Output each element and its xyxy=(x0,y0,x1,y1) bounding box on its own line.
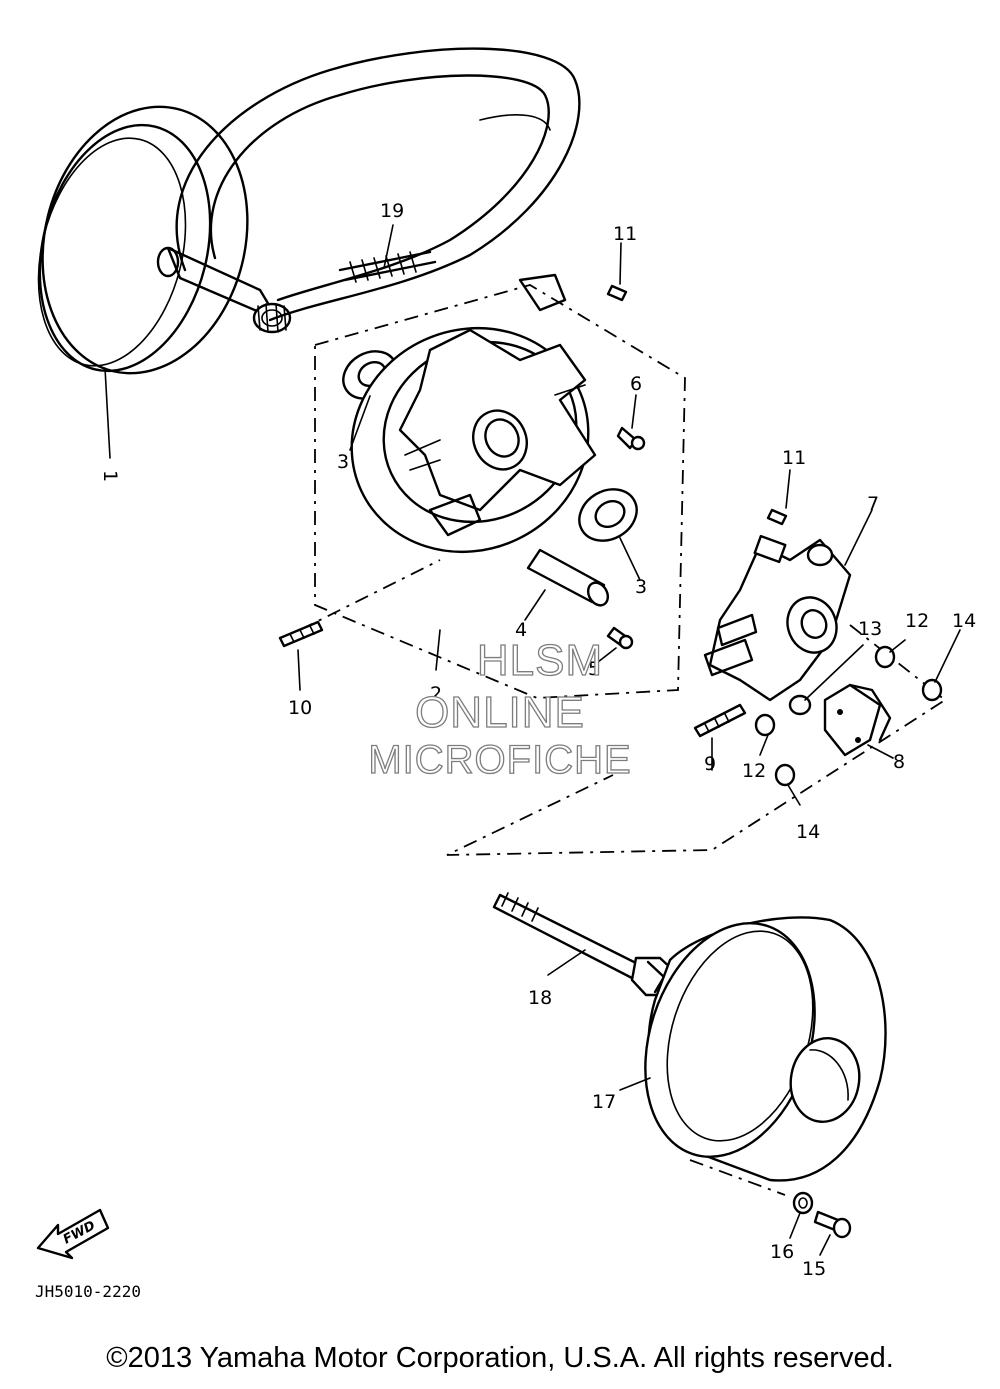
part-14-washer-lower xyxy=(774,763,796,787)
part-7-cam xyxy=(703,534,852,702)
assembly-boundary-7 xyxy=(446,624,947,856)
callout-4: 4 xyxy=(515,619,527,641)
fwd-arrow-icon: FWD xyxy=(36,1208,110,1260)
callout-5: 5 xyxy=(588,658,600,680)
part-9-pin xyxy=(693,703,747,738)
callout-2: 2 xyxy=(430,683,442,705)
callout-12-lower: 12 xyxy=(742,760,766,782)
part-11-set-screw-upper xyxy=(606,284,628,302)
part-6-screw xyxy=(616,426,646,451)
part-17-cover xyxy=(644,916,887,1182)
part-12-washer-lower xyxy=(754,713,776,737)
part-3-oil-seal-lower xyxy=(578,488,638,542)
callout-6: 6 xyxy=(630,373,642,395)
parts-exploded-diagram: 1 2 3 3 4 5 6 7 8 9 10 11 11 12 12 13 14… xyxy=(36,47,976,1280)
callout-16: 16 xyxy=(770,1241,794,1263)
callout-9: 9 xyxy=(704,753,716,775)
callout-8: 8 xyxy=(893,751,905,773)
callout-14-lower: 14 xyxy=(796,821,820,843)
callout-13: 13 xyxy=(858,618,882,640)
callout-14-upper: 14 xyxy=(952,610,976,632)
part-2-sliding-sheave xyxy=(350,273,597,554)
assembly-boundary-2 xyxy=(314,284,686,699)
callout-15: 15 xyxy=(802,1258,826,1280)
callout-1: 1 xyxy=(99,470,121,482)
copyright-notice: ©2013 Yamaha Motor Corporation, U.S.A. A… xyxy=(106,1342,894,1374)
callout-12-upper: 12 xyxy=(905,610,929,632)
part-16-nut xyxy=(792,1191,814,1215)
callout-3-lower: 3 xyxy=(635,576,647,598)
callout-7: 7 xyxy=(867,493,879,515)
diagram-code: JH5010-2220 xyxy=(35,1282,141,1301)
part-14-washer-upper xyxy=(921,678,943,702)
callout-17: 17 xyxy=(592,1091,616,1113)
callout-18: 18 xyxy=(528,987,552,1009)
part-5-screw xyxy=(606,626,634,650)
callout-labels: 1 2 3 3 4 5 6 7 8 9 10 11 11 12 12 13 14… xyxy=(99,200,976,1280)
callout-3-upper: 3 xyxy=(337,451,349,473)
callout-19: 19 xyxy=(380,200,404,222)
leader-lines xyxy=(104,224,961,1256)
part-1-pulley xyxy=(37,105,292,375)
callout-11-lower: 11 xyxy=(782,447,806,469)
part-11-set-screw-lower xyxy=(766,508,788,526)
part-10-pin xyxy=(278,620,324,648)
part-8-slider xyxy=(823,683,892,757)
part-15-screw xyxy=(813,1210,852,1239)
callout-10: 10 xyxy=(288,697,312,719)
part-18-bolt xyxy=(492,892,677,997)
callout-11-upper: 11 xyxy=(613,223,637,245)
part-4-spacer xyxy=(526,548,610,607)
